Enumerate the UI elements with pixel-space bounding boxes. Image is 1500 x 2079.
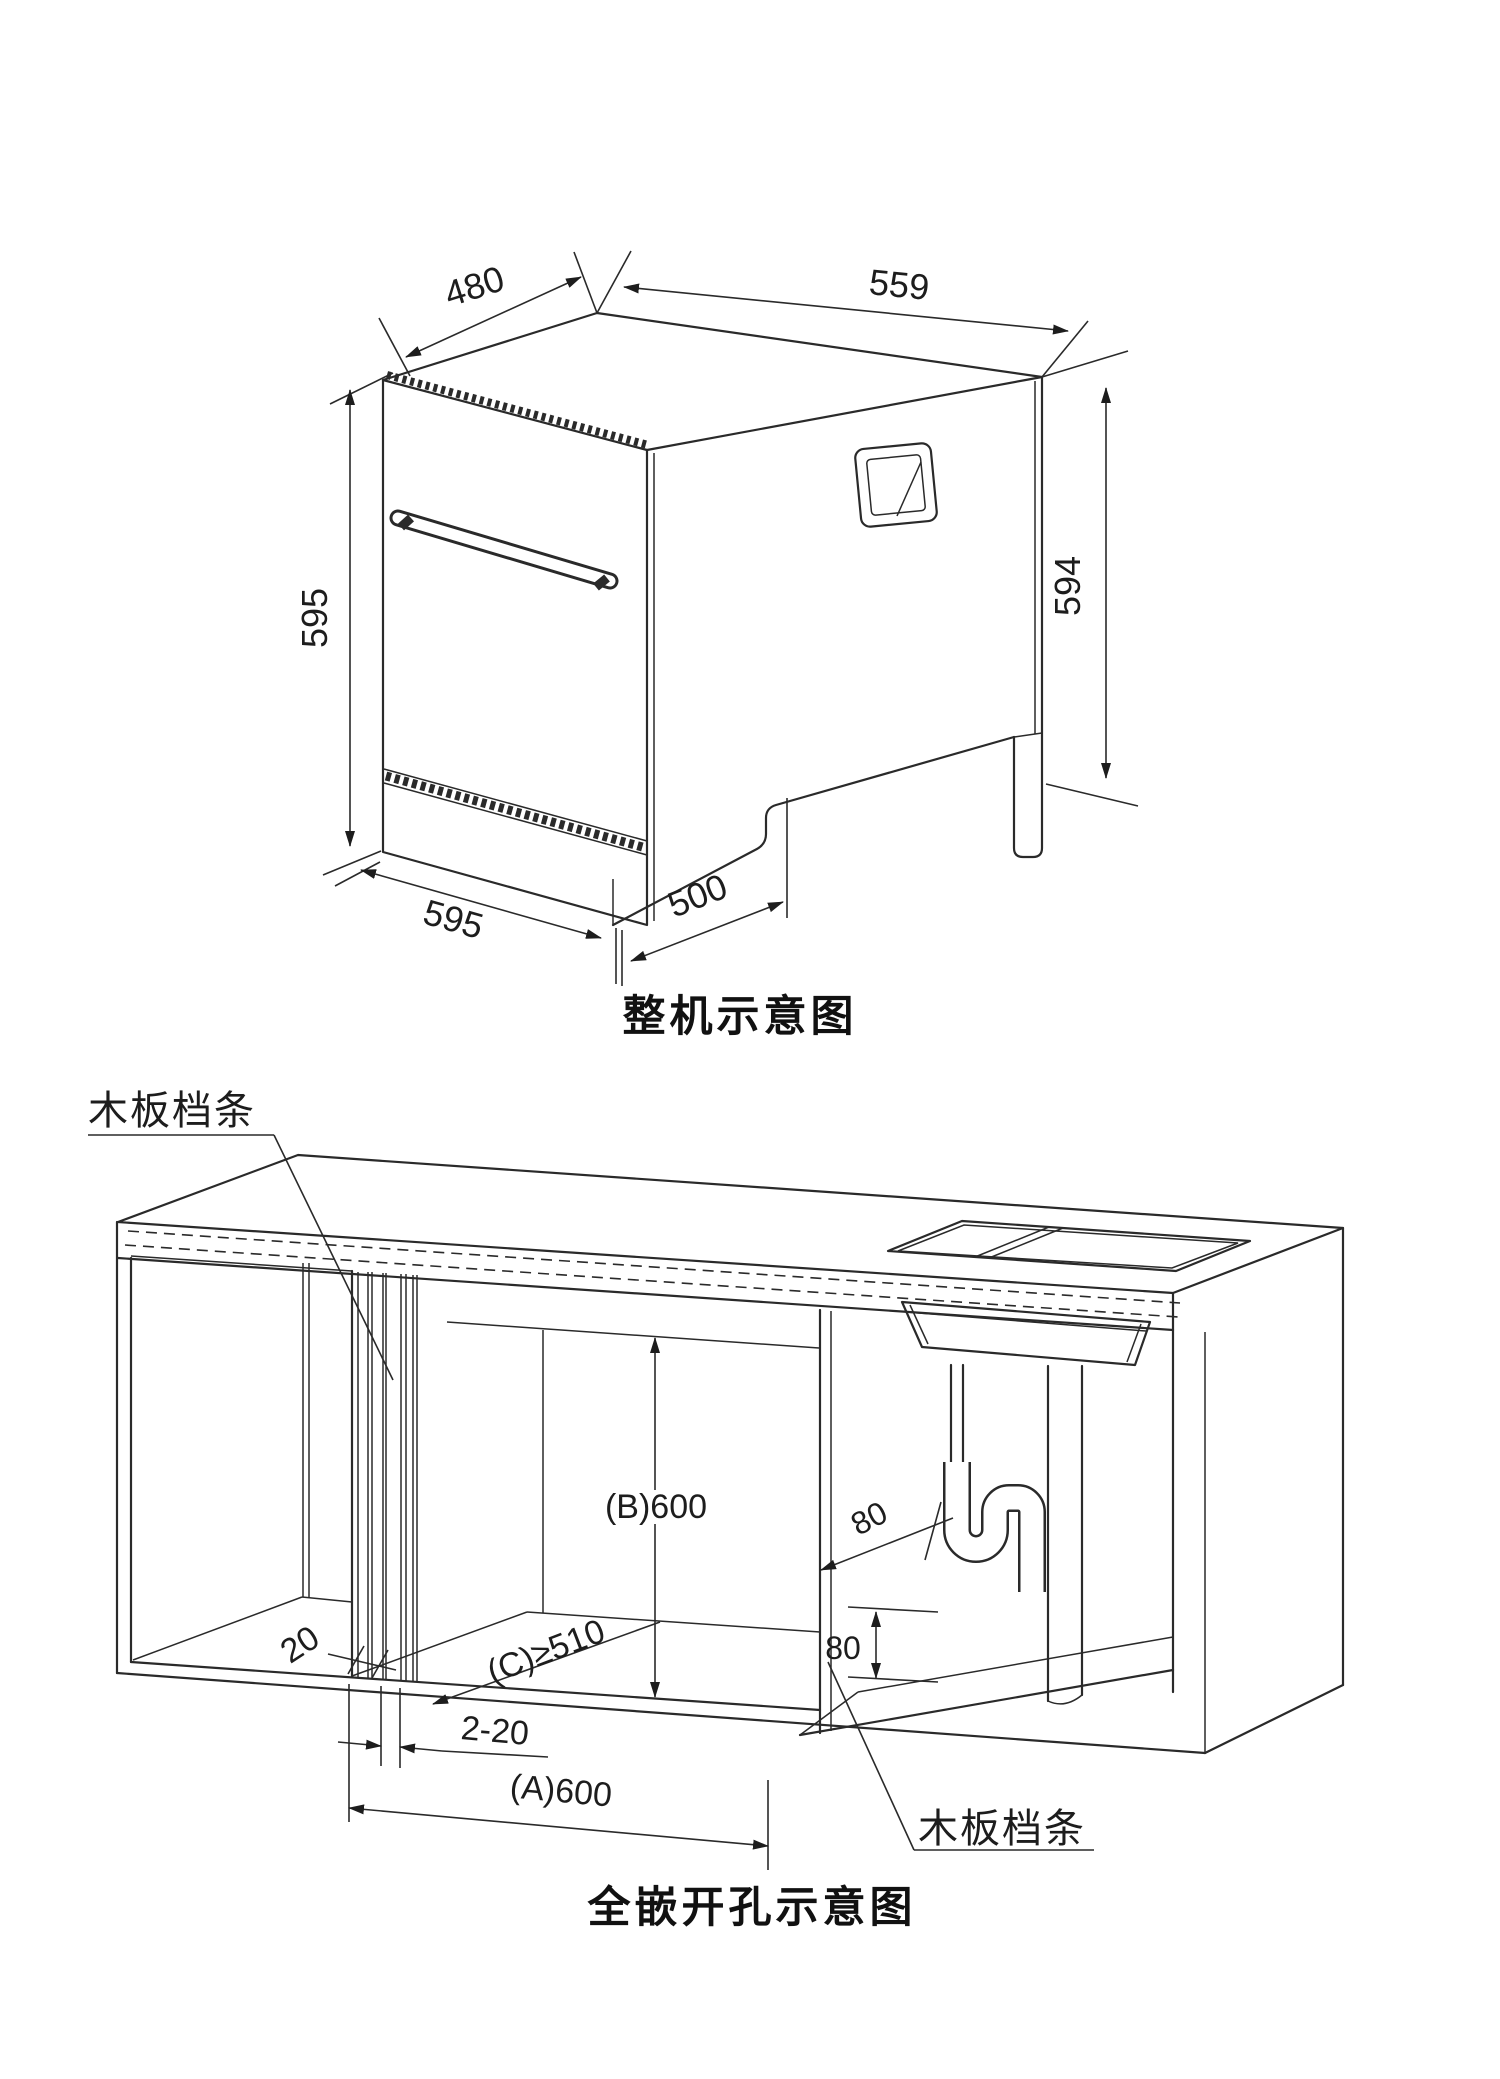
dishwasher-top-face xyxy=(381,311,1044,452)
sink-basin xyxy=(900,1300,1152,1367)
dim-559: 559 xyxy=(867,261,931,308)
middle-opening xyxy=(351,1321,821,1677)
hidden-edge-top xyxy=(127,1230,1181,1304)
dim-2-20-lines xyxy=(337,1686,549,1768)
figure1-title: 整机示意图 xyxy=(623,993,858,1041)
batten-label-top-left-text: 木板档条 xyxy=(88,1089,256,1133)
dim-500-lines xyxy=(630,798,788,962)
left-compartment xyxy=(130,1255,353,1661)
dim-80-height-lines xyxy=(847,1606,939,1683)
sink-compartment xyxy=(798,1636,1175,1737)
cabinet-shell xyxy=(115,1220,1345,1755)
dim-480: 480 xyxy=(439,257,509,314)
dim-559-lines xyxy=(596,250,1089,378)
dim-a600-lines xyxy=(348,1684,769,1870)
door-top-hatch-strip xyxy=(385,371,650,449)
dim-c510-line xyxy=(432,1621,661,1705)
drain-pipes xyxy=(943,1363,1084,1705)
dim-594: 594 xyxy=(1047,556,1088,616)
dim-2-20: 2-20 xyxy=(459,1709,530,1753)
dim-b600-lines xyxy=(596,1337,716,1698)
dim-594-lines xyxy=(1041,350,1139,807)
dishwasher-figure: 480 559 595 594 595 xyxy=(294,250,1139,1041)
dim-80-height: 80 xyxy=(825,1630,861,1666)
wood-battens-left xyxy=(350,1269,418,1682)
dishwasher-side-face xyxy=(611,375,1044,927)
batten-label-bottom-right-text: 木板档条 xyxy=(918,1807,1086,1851)
cabinet-figure: (B)600 (C)≥510 20 2-20 (A)600 xyxy=(88,1089,1345,1932)
dim-480-lines xyxy=(378,251,598,377)
door-vent-strip xyxy=(383,768,648,856)
figure2-title: 全嵌开孔示意图 xyxy=(587,1883,917,1932)
dim-595-left: 595 xyxy=(294,588,335,648)
dim-595-bottom: 595 xyxy=(419,891,488,947)
sink-cutout xyxy=(886,1219,1252,1273)
dim-b600: (B)600 xyxy=(605,1488,707,1526)
dim-20: 20 xyxy=(274,1619,326,1671)
dim-595-left-lines xyxy=(322,372,394,876)
dim-500: 500 xyxy=(662,865,733,925)
dim-80-offset: 80 xyxy=(845,1494,893,1542)
dim-20-lines xyxy=(327,1645,397,1679)
dim-80-offset-lines xyxy=(820,1501,954,1571)
batten-label-top-left: 木板档条 xyxy=(88,1089,394,1381)
dishwasher-door-face xyxy=(381,378,649,927)
dim-c510: (C)≥510 xyxy=(482,1612,610,1691)
side-window xyxy=(854,442,938,528)
batten-label-bottom-right: 木板档条 xyxy=(827,1661,1094,1851)
dim-a600: (A)600 xyxy=(508,1767,613,1814)
dim-595-bottom-lines xyxy=(334,861,623,986)
countertop-bottom-edge xyxy=(116,1256,1175,1332)
door-handle xyxy=(389,509,619,591)
hidden-edge-front xyxy=(124,1244,1179,1318)
wood-batten-right-partition xyxy=(818,1308,832,1735)
